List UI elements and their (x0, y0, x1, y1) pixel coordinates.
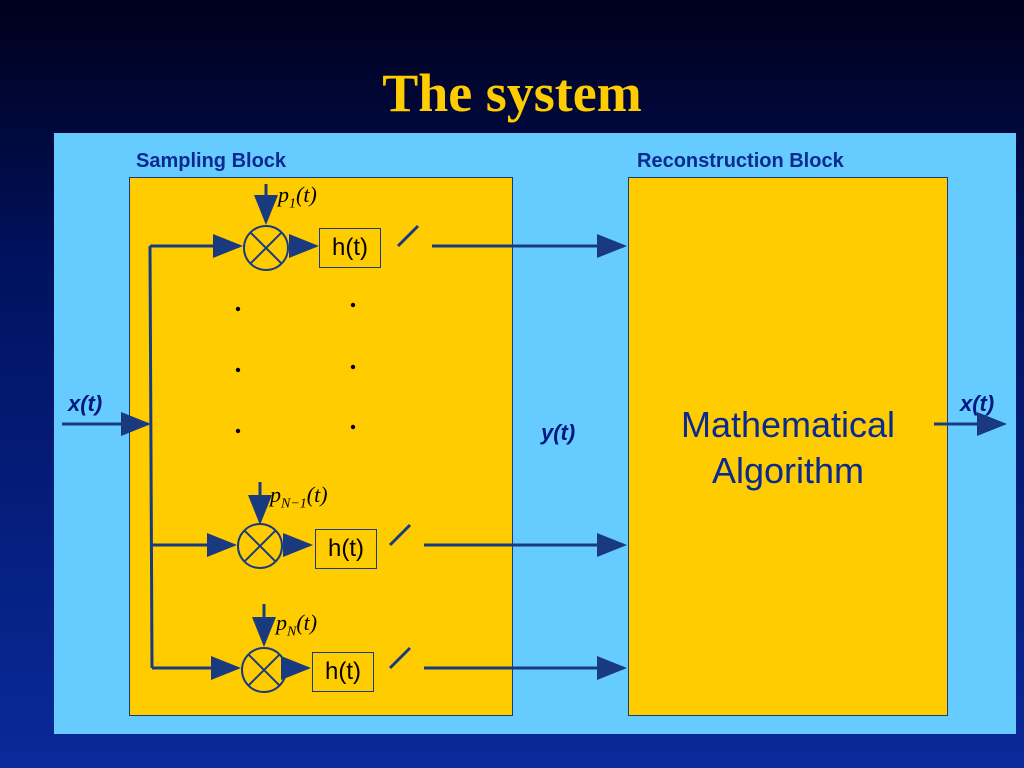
reconstruction-block (628, 177, 948, 716)
pulse-1-label: p1(t) (278, 182, 317, 212)
algorithm-line-1: Mathematical (680, 404, 896, 445)
slide-title: The system (382, 63, 642, 123)
input-signal-label: x(t) (68, 391, 103, 416)
pulse-n-label: pN(t) (276, 610, 318, 640)
algorithm-text: Mathematical Algorithm (628, 402, 948, 494)
multiplier-1 (243, 225, 289, 271)
multiplier-n (241, 647, 287, 693)
reconstruction-block-label: Reconstruction Block (637, 150, 844, 172)
multiplier-n1 (237, 523, 283, 569)
filter-1-box: h(t) (319, 228, 381, 268)
distribution-bus (148, 245, 154, 669)
filter-n1-box: h(t) (315, 529, 377, 569)
sampling-block-label: Sampling Block (136, 150, 287, 172)
ellipsis-dots (235, 302, 356, 434)
output-signal-label: x(t) (960, 391, 995, 416)
switch-1 (396, 224, 420, 248)
algorithm-line-2: Algorithm (711, 450, 865, 491)
filter-n-box: h(t) (312, 652, 374, 692)
switch-n1 (388, 523, 412, 547)
switch-n (388, 646, 412, 670)
pulse-n1-label: pN−1(t) (270, 482, 328, 512)
intermediate-signal-label: y(t) (541, 420, 576, 445)
